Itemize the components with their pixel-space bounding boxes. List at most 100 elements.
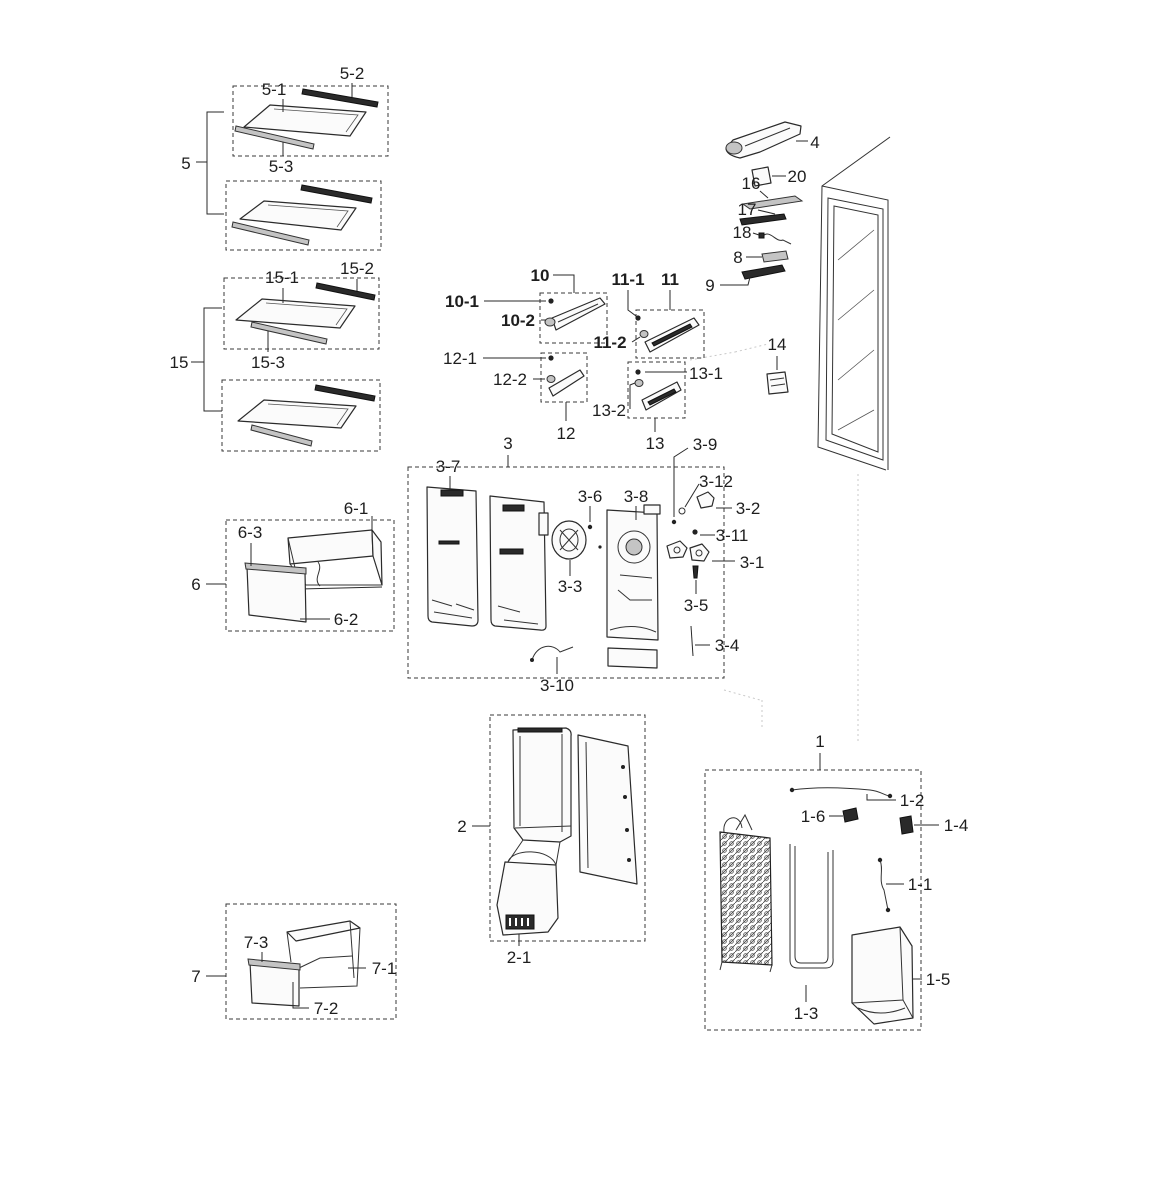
dashed-box-3 xyxy=(407,466,725,679)
screw xyxy=(627,858,631,862)
drawer-assembly-6: 6 6-1 6-2 6-3 xyxy=(191,499,395,632)
cover-panel-3-7 xyxy=(426,486,479,627)
callout-3-7: 3-7 xyxy=(436,457,461,476)
callout-1-4: 1-4 xyxy=(944,816,969,835)
leader-9 xyxy=(720,276,751,286)
fan-blade-hub xyxy=(625,538,643,556)
callout-6-3: 6-3 xyxy=(238,523,263,542)
callout-13-1: 13-1 xyxy=(689,364,723,383)
cover-panel-inner xyxy=(489,495,547,631)
leader-7-2 xyxy=(292,982,309,1009)
callout-5-2: 5-2 xyxy=(340,64,365,83)
callout-6: 6 xyxy=(191,575,200,594)
evaporator-assembly-1: 1 1-2 1-6 1-4 1-1 1-3 1- xyxy=(704,732,969,1031)
callout-6-1: 6-1 xyxy=(344,499,369,518)
callout-3-1: 3-1 xyxy=(740,553,765,572)
cover-edges xyxy=(851,926,914,1019)
faint-line xyxy=(689,351,736,361)
screw-10-1 xyxy=(548,298,554,304)
callout-11-2: 11-2 xyxy=(593,333,626,352)
bracket-15 xyxy=(203,307,222,412)
panel-slot xyxy=(499,548,524,555)
callout-15: 15 xyxy=(170,353,189,372)
callout-7: 7 xyxy=(191,967,200,986)
assembly-13: 13 13-1 13-2 xyxy=(592,361,723,453)
coil-legs xyxy=(719,961,773,973)
fuse-block-1-6 xyxy=(842,807,859,823)
callout-11-1: 11-1 xyxy=(611,270,644,289)
callout-9: 9 xyxy=(705,276,714,295)
window-texture xyxy=(837,229,875,431)
callout-8: 8 xyxy=(733,248,742,267)
door-window xyxy=(831,205,879,453)
fan-housing-3-8 xyxy=(606,509,659,641)
leader-11-1 xyxy=(627,290,637,317)
wire-end xyxy=(885,907,891,913)
screw xyxy=(621,765,625,769)
screw-3-6 xyxy=(587,524,593,530)
dashed-box-5-upper xyxy=(232,85,389,157)
leader-1-2 xyxy=(866,794,896,801)
drawer-inner-edge xyxy=(287,537,297,573)
dashed-box-5-lower xyxy=(225,180,382,251)
side-panel-edge xyxy=(585,741,589,869)
socket-11-2 xyxy=(639,330,649,338)
dashed-box-13 xyxy=(627,361,686,419)
cover-lip xyxy=(857,1007,906,1014)
panel-side-tab xyxy=(538,512,549,536)
leader-3-12 xyxy=(684,483,700,508)
part-18-plug xyxy=(758,232,765,239)
assembly-11: 11 11-1 11-2 xyxy=(593,270,705,359)
shelf-front-trim-15-3 xyxy=(250,321,328,345)
washer-3-12 xyxy=(678,507,686,515)
screw-3-9 xyxy=(671,519,677,525)
socket-12-2 xyxy=(546,375,556,383)
shelf-rear-trim-15-2 xyxy=(315,282,376,301)
callout-20: 20 xyxy=(788,167,807,186)
shelf-front-trim xyxy=(250,424,313,447)
callout-3-5: 3-5 xyxy=(684,596,709,615)
callout-10-1: 10-1 xyxy=(445,292,479,311)
bulb-socket-10-2 xyxy=(544,317,556,327)
leader-18 xyxy=(752,232,760,236)
shelf-glass-edge xyxy=(273,108,359,133)
leader-17 xyxy=(757,209,776,215)
callout-6-2: 6-2 xyxy=(334,610,359,629)
shelf-rear-trim-5-2 xyxy=(301,88,379,108)
bracket-part-detail xyxy=(647,388,677,406)
part-8-board xyxy=(761,250,789,263)
callout-5-1: 5-1 xyxy=(262,80,287,99)
wire-harness-3-10 xyxy=(531,645,574,661)
cabinet-front-edge xyxy=(821,185,889,470)
callout-3-12: 3-12 xyxy=(699,472,733,491)
sensor-3-5 xyxy=(692,565,699,579)
drawer-side-wall xyxy=(371,529,383,586)
connector-1-4 xyxy=(899,815,914,835)
fan-motor-hub xyxy=(559,528,579,552)
dashed-box-7 xyxy=(225,903,397,1020)
drawer-front-rim-6-3 xyxy=(244,562,307,575)
screw xyxy=(625,828,629,832)
evaporator-cover-assembly-3: 3 3-7 3-3 3-6 3-8 xyxy=(407,434,765,695)
callout-3-9: 3-9 xyxy=(693,435,718,454)
callout-1-6: 1-6 xyxy=(801,807,826,826)
callout-1-2: 1-2 xyxy=(900,791,925,810)
callout-3-2: 3-2 xyxy=(736,499,761,518)
callout-3-4: 3-4 xyxy=(715,636,740,655)
duct-connector xyxy=(507,839,561,866)
shelf-rear-trim xyxy=(314,384,376,402)
part-4-cap xyxy=(725,141,743,155)
damper-motor xyxy=(689,543,710,562)
callout-13-2: 13-2 xyxy=(592,401,626,420)
shelf-front-trim-5-3 xyxy=(234,125,315,150)
part-17-bar xyxy=(739,213,787,226)
assembly-12: 12 12-1 12-2 xyxy=(443,349,588,443)
shelf-glass-5-1 xyxy=(243,104,367,137)
control-bar-detail xyxy=(651,323,693,347)
part-18-wire xyxy=(762,233,792,245)
callout-7-1: 7-1 xyxy=(372,959,397,978)
screw-11-1 xyxy=(635,315,641,321)
duct-panel-edges xyxy=(514,734,572,832)
callout-12-2: 12-2 xyxy=(493,370,527,389)
